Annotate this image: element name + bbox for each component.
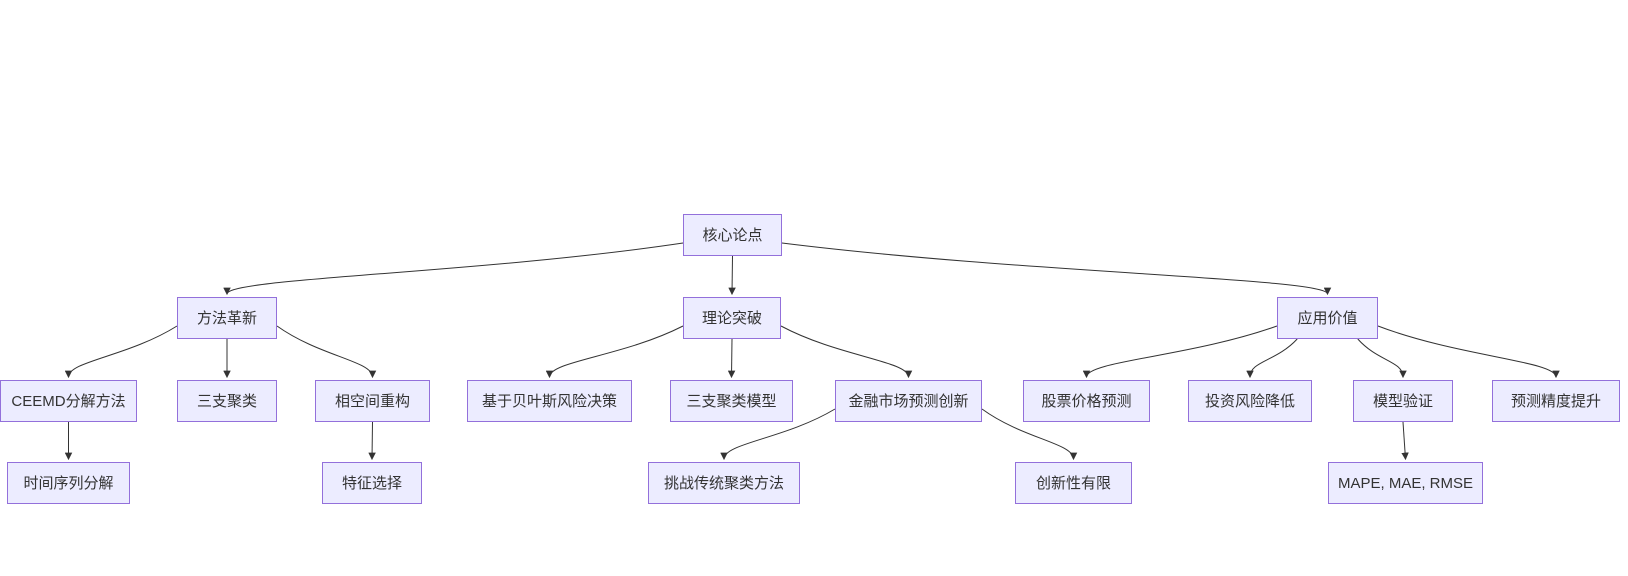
node-stock-price-prediction: 股票价格预测	[1023, 380, 1150, 422]
edge-method-to-ceemd	[64, 325, 178, 379]
edge-phase-space-to-feature-selection	[368, 421, 376, 461]
edge-application-to-model-validation	[1357, 338, 1407, 379]
node-financial-market-prediction: 金融市场预测创新	[835, 380, 982, 422]
node-limited-innovation: 创新性有限	[1015, 462, 1132, 504]
node-three-way-clustering-model: 三支聚类模型	[670, 380, 793, 422]
edge-theory-to-finance-innovation	[780, 325, 913, 379]
edge-root-to-application	[781, 242, 1332, 296]
node-feature-selection: 特征选择	[322, 462, 422, 504]
edge-theory-to-bayes	[545, 325, 684, 379]
node-theory-breakthrough: 理论突破	[683, 297, 781, 339]
edge-application-to-risk-reduction	[1246, 338, 1298, 379]
node-investment-risk-reduction: 投资风险降低	[1188, 380, 1312, 422]
node-evaluation-metrics: MAPE, MAE, RMSE	[1328, 462, 1483, 504]
node-challenge-traditional-clustering: 挑战传统聚类方法	[648, 462, 800, 504]
node-application-value: 应用价值	[1277, 297, 1378, 339]
edge-root-to-method	[223, 242, 684, 296]
node-time-series-decomposition: 时间序列分解	[7, 462, 130, 504]
node-three-way-clustering: 三支聚类	[177, 380, 277, 422]
edge-root-to-theory	[728, 255, 736, 296]
edge-theory-to-three-way-model	[727, 338, 736, 379]
node-method-innovation: 方法革新	[177, 297, 277, 339]
edge-model-validation-to-metrics	[1401, 421, 1409, 461]
edge-application-to-accuracy-improvement	[1377, 325, 1560, 379]
node-ceemd-decomposition: CEEMD分解方法	[0, 380, 137, 422]
node-core-argument: 核心论点	[683, 214, 782, 256]
node-bayesian-risk-decision: 基于贝叶斯风险决策	[467, 380, 632, 422]
node-prediction-accuracy-improvement: 预测精度提升	[1492, 380, 1620, 422]
edge-application-to-stock-prediction	[1082, 325, 1278, 379]
edge-method-to-phase-space	[276, 325, 377, 379]
node-phase-space-reconstruction: 相空间重构	[315, 380, 430, 422]
node-model-validation: 模型验证	[1353, 380, 1453, 422]
